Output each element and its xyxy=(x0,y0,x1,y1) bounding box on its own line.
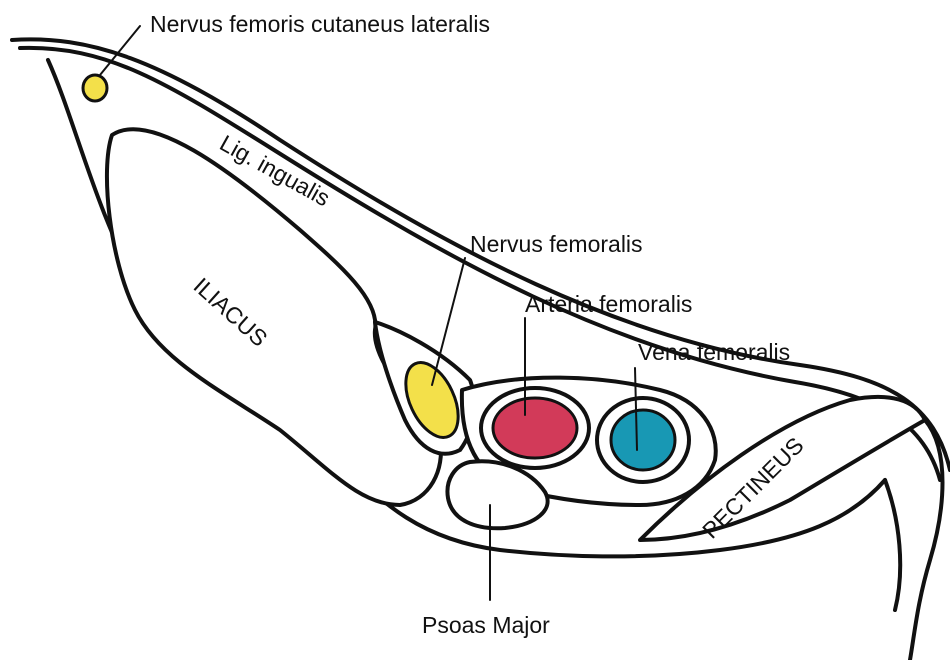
vena-femoralis-shape xyxy=(611,410,675,470)
label-nervus-femoralis: Nervus femoralis xyxy=(470,231,643,257)
label-vena-femoralis: Vena femoralis xyxy=(638,339,790,365)
right-inner-outline xyxy=(885,480,900,610)
right-outer-outline xyxy=(910,420,943,660)
iliacus-muscle xyxy=(107,129,441,505)
nervus-femoris-cutaneus-lateralis-shape xyxy=(83,75,107,101)
arteria-femoralis-shape xyxy=(493,398,577,458)
label-arteria-femoralis: Arteria femoralis xyxy=(525,291,692,317)
label-nervus-femoris-cutaneus-lateralis: Nervus femoris cutaneus lateralis xyxy=(150,11,490,37)
label-psoas-major: Psoas Major xyxy=(422,612,550,638)
